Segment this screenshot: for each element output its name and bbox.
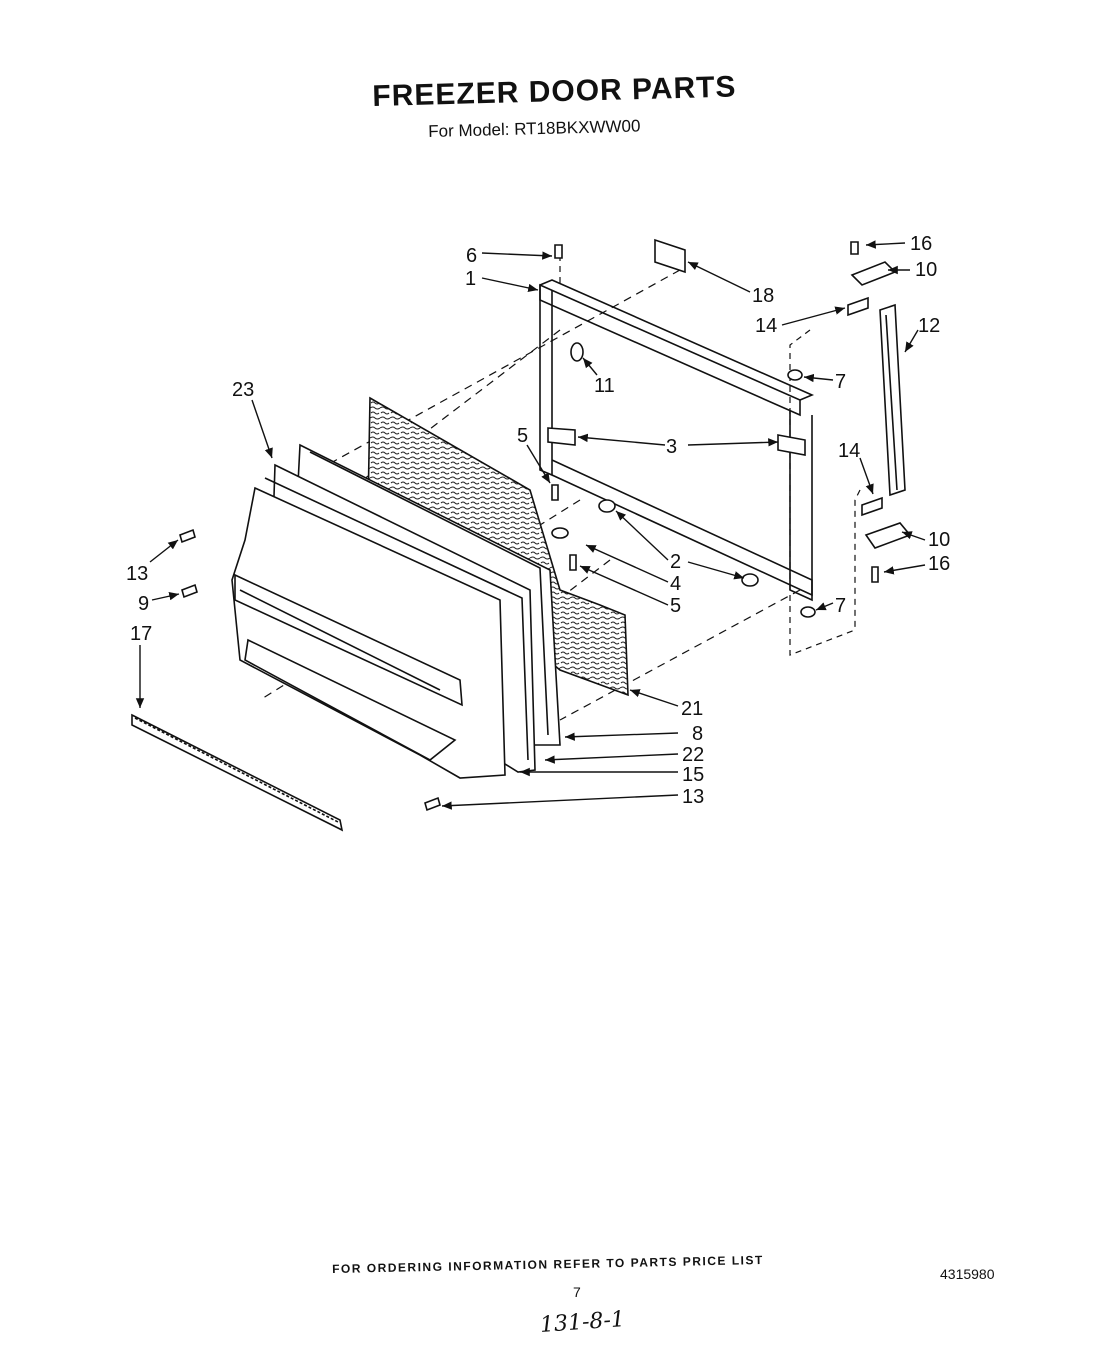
- callout-5-bottom: 5: [670, 595, 681, 617]
- document-number: 4315980: [940, 1266, 995, 1282]
- callout-13-left: 13: [126, 563, 148, 585]
- callout-16-bottom: 16: [928, 553, 950, 575]
- callout-3: 3: [666, 436, 677, 458]
- callout-14-bottom: 14: [838, 440, 860, 462]
- callout-10-top: 10: [915, 259, 937, 281]
- parts-drawing: [131, 238, 912, 832]
- callout-22: 22: [682, 744, 704, 766]
- callout-5-top: 5: [517, 425, 528, 447]
- callout-8: 8: [692, 723, 703, 745]
- callout-23: 23: [232, 379, 254, 401]
- callout-15: 15: [682, 764, 704, 786]
- callout-11: 11: [594, 375, 615, 397]
- callout-12: 12: [918, 315, 940, 337]
- callout-13-bottom: 13: [682, 786, 704, 808]
- callout-2: 2: [670, 551, 681, 573]
- callout-9: 9: [138, 593, 149, 615]
- callout-16-top: 16: [910, 233, 932, 255]
- callout-6: 6: [466, 245, 477, 267]
- callout-7-bottom: 7: [835, 595, 846, 617]
- callout-10-bottom: 10: [928, 529, 950, 551]
- callout-1: 1: [465, 268, 476, 290]
- callout-21: 21: [681, 698, 703, 720]
- callout-7-top: 7: [835, 371, 846, 393]
- callout-14-top: 14: [755, 315, 777, 337]
- callout-labels: 6 1 18 16 10 14 12 11 7 23 3 5 14 2 4 10…: [126, 233, 950, 808]
- callout-4: 4: [670, 573, 681, 595]
- page-number: 7: [573, 1284, 581, 1300]
- callout-18: 18: [752, 285, 774, 307]
- callout-17: 17: [130, 623, 152, 645]
- leader-lines: [135, 240, 926, 810]
